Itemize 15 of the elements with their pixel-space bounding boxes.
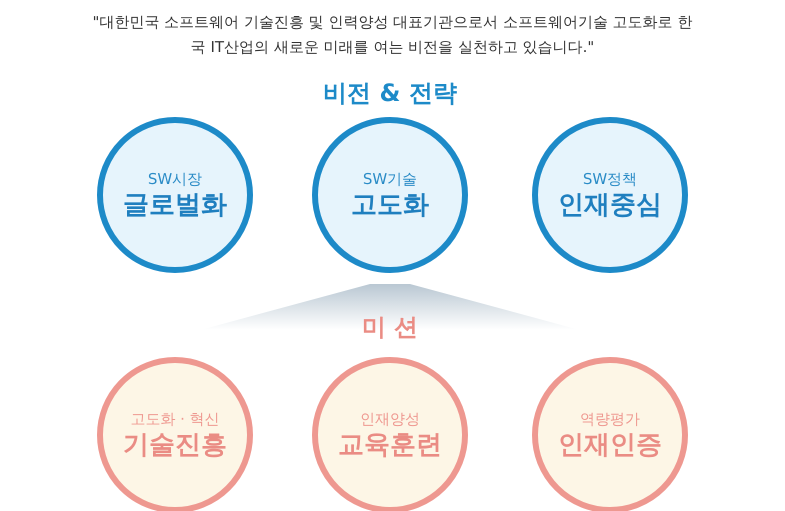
node-subtitle: SW정책 — [582, 169, 638, 189]
node-title: 인재인증 — [558, 429, 662, 461]
node-title: 교육훈련 — [338, 429, 442, 461]
node-subtitle: SW시장 — [148, 169, 202, 189]
node-subtitle: 역량평가 — [580, 409, 640, 429]
quote-text: "대한민국 소프트웨어 기술진흥 및 인력양성 대표기관으로서 소프트웨어기술 고도화로 한국 IT산업의 새로운 미래를 여는 비전을 실천하고 있습니다." — [91, 12, 694, 58]
node-title: 글로벌화 — [123, 189, 227, 221]
node-subtitle: 고도화 · 혁신 — [130, 409, 220, 429]
section-heading: 비전 & 전략 — [322, 78, 458, 108]
node-title: 기술진흥 — [123, 429, 227, 461]
node-title: 인재중심 — [558, 189, 662, 221]
node-subtitle: SW기술 — [362, 169, 418, 189]
node-title: 고도화 — [351, 189, 429, 221]
node-subtitle: 인재양성 — [360, 409, 420, 429]
section-heading: 미 션 — [360, 312, 420, 342]
